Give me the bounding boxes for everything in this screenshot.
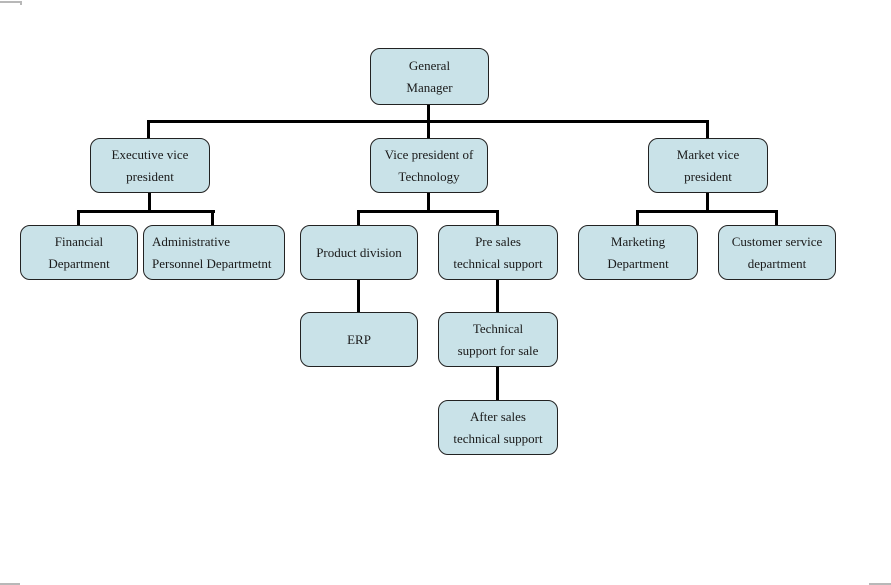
node-executive-vice-president: Executive vice president — [90, 138, 210, 193]
node-label: department — [747, 255, 807, 271]
connector-line — [496, 210, 499, 225]
connector-line — [706, 192, 709, 213]
window-frame-fragment-bottom-right — [869, 583, 891, 585]
node-marketing-department: Marketing Department — [578, 225, 698, 280]
connector-line — [147, 120, 150, 138]
node-label: Technical — [472, 320, 524, 336]
node-label: Manager — [406, 79, 453, 95]
window-frame-fragment-top-left — [0, 1, 22, 3]
node-label: Executive vice — [111, 146, 189, 162]
node-technical-support-for-sale: Technical support for sale — [438, 312, 558, 367]
node-financial-department: Financial Department — [20, 225, 138, 280]
node-product-division: Product division — [300, 225, 418, 280]
node-market-vice-president: Market vice president — [648, 138, 768, 193]
connector-line — [496, 280, 499, 312]
node-label: president — [126, 168, 174, 184]
node-label: Product division — [316, 244, 402, 260]
node-label: president — [684, 168, 732, 184]
node-label: Administrative — [152, 233, 230, 249]
connector-line — [77, 210, 80, 225]
node-label: After sales — [470, 408, 526, 424]
node-vice-president-of-technology: Vice president of Technology — [370, 138, 488, 193]
connector-line — [211, 210, 214, 225]
node-label: Financial — [54, 233, 104, 249]
node-label: Department — [607, 255, 669, 271]
connector-line — [357, 210, 360, 225]
node-label: Vice president of — [384, 146, 474, 162]
window-frame-fragment-bottom-left — [0, 583, 20, 585]
connector-line — [77, 210, 215, 213]
node-label: technical support — [453, 255, 543, 271]
connector-line — [147, 120, 709, 123]
node-label: Personnel Departmetnt — [152, 255, 272, 271]
window-frame-fragment-top-left-tick — [20, 1, 22, 5]
node-label: support for sale — [457, 342, 539, 358]
connector-line — [148, 192, 151, 213]
node-label: technical support — [453, 430, 543, 446]
node-label: Market vice — [676, 146, 740, 162]
node-label: Technology — [398, 168, 460, 184]
node-administrative-personnel-department: Administrative Personnel Departmetnt — [143, 225, 285, 280]
connector-line — [636, 210, 639, 225]
node-label: Department — [48, 255, 110, 271]
connector-line — [496, 367, 499, 400]
node-pre-sales-technical-support: Pre sales technical support — [438, 225, 558, 280]
node-label: Pre sales — [475, 233, 521, 249]
connector-line — [357, 210, 499, 213]
node-customer-service-department: Customer service department — [718, 225, 836, 280]
connector-line — [636, 210, 778, 213]
node-label: Marketing — [610, 233, 666, 249]
node-label: ERP — [347, 331, 371, 347]
node-erp: ERP — [300, 312, 418, 367]
connector-line — [427, 192, 430, 213]
connector-line — [775, 210, 778, 225]
node-label: Customer service — [731, 233, 823, 249]
node-after-sales-technical-support: After sales technical support — [438, 400, 558, 455]
node-label: General — [408, 57, 451, 73]
connector-line — [357, 280, 360, 312]
connector-line — [706, 120, 709, 138]
node-general-manager: General Manager — [370, 48, 489, 105]
